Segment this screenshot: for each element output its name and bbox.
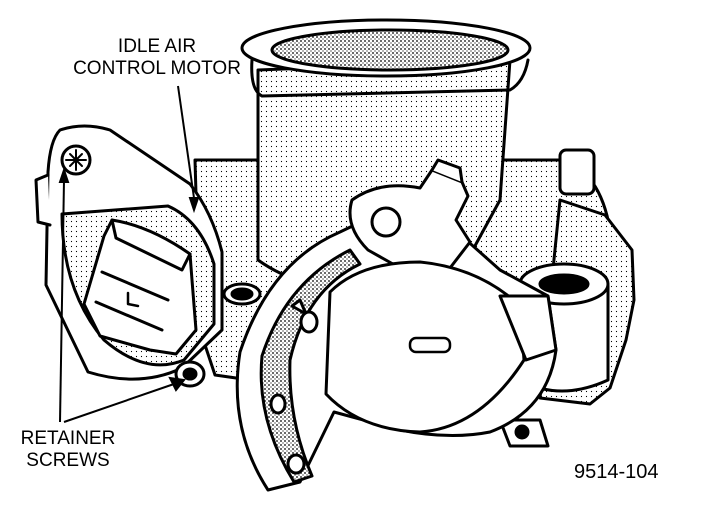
leader-screw-lower bbox=[63, 383, 175, 423]
retainer-label-line2: SCREWS bbox=[26, 450, 110, 471]
idle-air-label-line1: IDLE AIR bbox=[117, 36, 197, 57]
retainer-label-line1: RETAINER bbox=[20, 428, 116, 449]
figure-number: 9514-104 bbox=[574, 461, 659, 483]
leader-iac bbox=[177, 85, 195, 199]
leader-lines bbox=[58, 85, 200, 423]
leader-screw-upper bbox=[59, 179, 65, 423]
retainer-screws-label: RETAINER SCREWS bbox=[18, 428, 118, 472]
idle-air-control-motor-label: IDLE AIR CONTROL MOTOR bbox=[72, 36, 242, 80]
idle-air-label-line2: CONTROL MOTOR bbox=[73, 58, 241, 79]
throttle-lever-arm bbox=[348, 168, 472, 270]
upper-right-lug bbox=[558, 148, 596, 196]
throttle-cam-shade bbox=[259, 248, 362, 484]
air-horn-opening bbox=[270, 28, 510, 72]
